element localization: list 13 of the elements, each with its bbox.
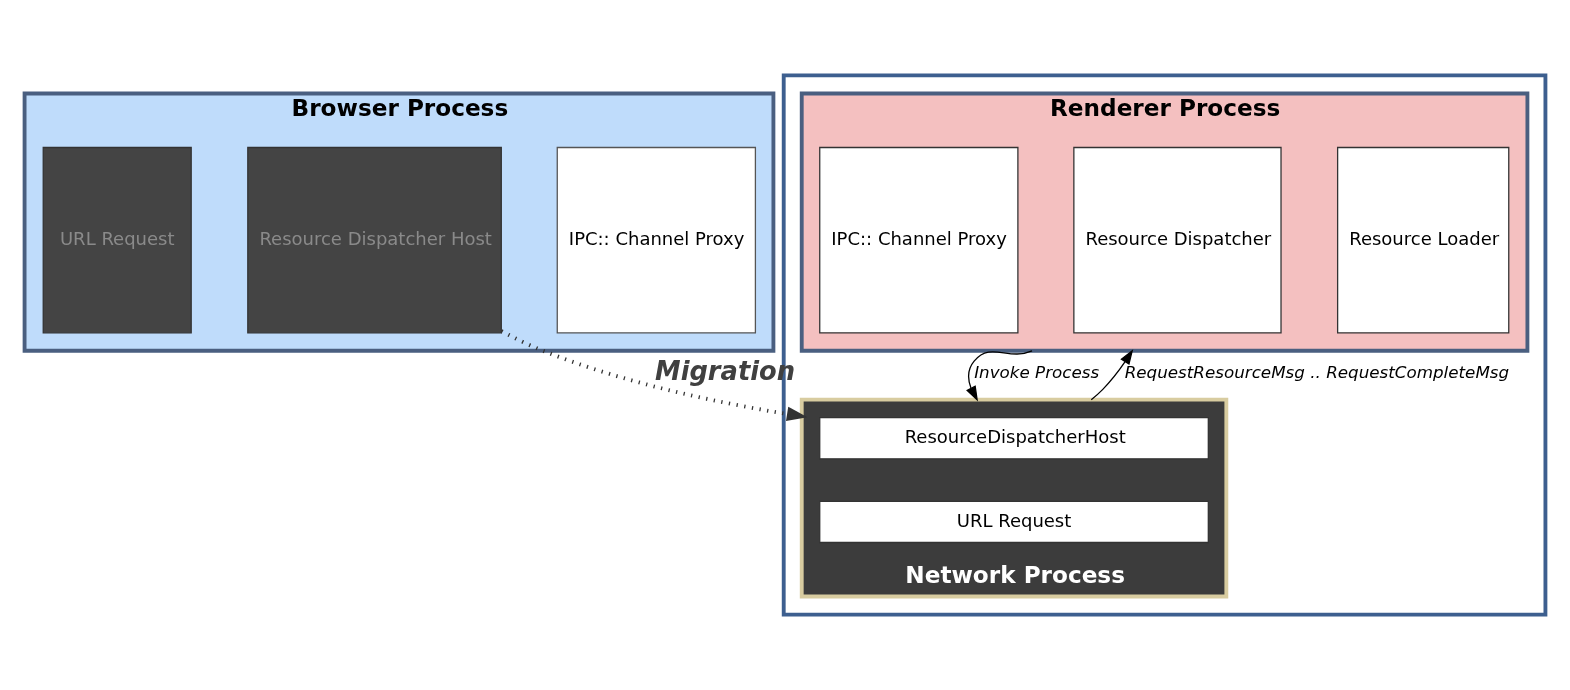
node-box: Resource Dispatcher Host: [247, 146, 502, 334]
node-box: Resource Dispatcher: [1073, 146, 1282, 334]
edge-label: Invoke Process: [974, 362, 1100, 383]
arrow: [500, 329, 808, 422]
arrow: [1090, 349, 1134, 401]
node-box: URL Request: [819, 500, 1209, 544]
arrow: [966, 350, 1033, 402]
node-box: Resource Loader: [1337, 146, 1510, 334]
node-box: IPC:: Channel Proxy: [556, 146, 757, 334]
node-box: URL Request: [42, 146, 192, 334]
node-box: IPC:: Channel Proxy: [819, 146, 1019, 334]
node-box: ResourceDispatcherHost: [819, 417, 1209, 460]
edge-label: RequestResourceMsg .. RequestCompleteMsg: [1124, 362, 1510, 383]
